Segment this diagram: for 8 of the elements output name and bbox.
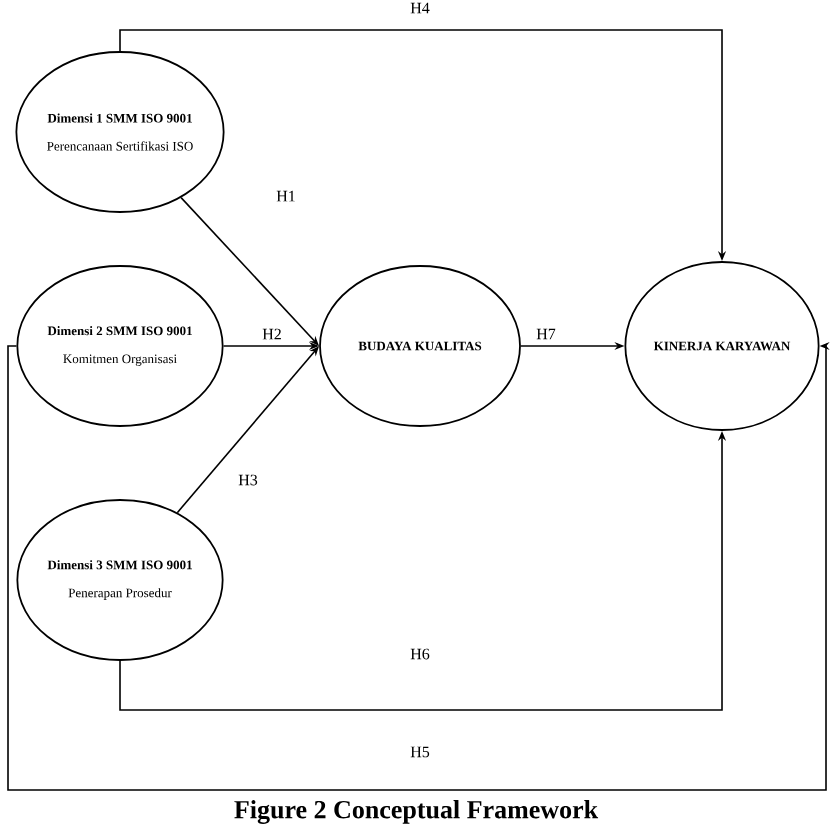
edge-label: H6 bbox=[410, 648, 430, 660]
edge-label: H2 bbox=[262, 328, 281, 340]
edge-label: H3 bbox=[238, 474, 258, 486]
edge-label: H5 bbox=[410, 746, 430, 758]
edge-label: H4 bbox=[410, 2, 430, 14]
edge-label: H1 bbox=[276, 190, 295, 202]
caption: Figure 2 Conceptual Framework bbox=[234, 800, 599, 824]
edge-label: H7 bbox=[536, 328, 556, 340]
